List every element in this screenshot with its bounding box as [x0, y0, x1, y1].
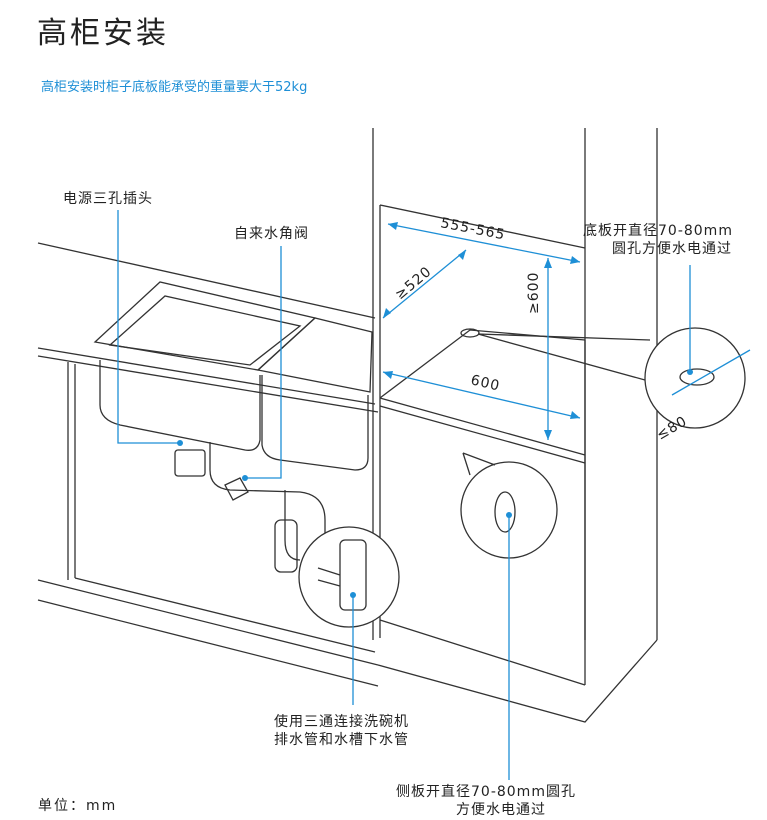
power-socket-dot	[177, 440, 183, 446]
counter-edge-front	[37, 355, 379, 413]
dim-inner-arrow-b	[570, 411, 580, 419]
base-cabinet-floor	[74, 577, 376, 653]
side-hole-dot	[506, 512, 512, 518]
sink-basin-left-inner	[108, 295, 302, 366]
side-hole-label-line1: 侧板开直径70-80mm圆孔	[396, 784, 576, 800]
dim-depth-arrow-b	[458, 250, 466, 260]
tall-cabinet-top	[379, 204, 586, 249]
bottom-hole-connector	[477, 333, 651, 381]
unit-label: 单位：mm	[38, 798, 118, 814]
dim-width-line	[387, 223, 581, 263]
dim-depth-line	[382, 249, 467, 319]
page-title: 高柜安装	[37, 16, 169, 51]
tee-dot	[350, 592, 356, 598]
bottom-hole	[460, 328, 480, 338]
dim-width-label: 555-565	[439, 215, 506, 243]
bottom-hole-label-line2: 圆孔方便水电通过	[612, 241, 732, 257]
dim-height-label: ≥600	[526, 272, 542, 314]
tall-cabinet-shelf-front2	[379, 405, 586, 464]
dim-width-arrow-a	[388, 222, 398, 230]
sink-bowl-right	[261, 375, 369, 471]
power-socket	[174, 449, 206, 477]
power-socket-leader	[117, 210, 180, 444]
dim-height-arrow-a	[544, 258, 552, 268]
dim-hole-line	[671, 349, 751, 396]
angle-valve-leader	[245, 246, 282, 479]
tee-branch	[317, 567, 341, 587]
tall-cabinet-base	[377, 639, 658, 723]
counter-edge-top	[37, 347, 376, 405]
tall-cabinet-shelf-front	[379, 397, 586, 456]
bottom-hole-label-line1: 底板开直径70-80mm	[583, 223, 733, 239]
sink-bowl-left	[99, 360, 261, 451]
drain-pipe	[209, 442, 326, 560]
tee-label-line1: 使用三通连接洗碗机	[274, 714, 409, 730]
dim-inner-width-line	[382, 371, 581, 419]
base-cabinet-front-bottom	[37, 579, 379, 666]
side-hole-label-line2: 方便水电通过	[456, 802, 546, 818]
angle-valve	[224, 477, 249, 501]
side-hole-zoom	[494, 491, 516, 533]
tee-magnifier	[298, 526, 400, 628]
dim-height-arrow-b	[544, 430, 552, 440]
angle-valve-label: 自来水角阀	[234, 226, 309, 242]
sink-basin-right	[256, 317, 373, 393]
dim-depth-arrow-a	[383, 308, 391, 318]
bottom-hole-magnifier	[644, 327, 746, 429]
trap-pipe	[284, 490, 301, 561]
tall-cabinet-floor	[379, 619, 586, 686]
sink-basin-left	[93, 281, 317, 371]
trap-body	[274, 519, 298, 573]
base-cabinet-bottom-edge	[37, 599, 379, 687]
bottom-hole-zoom	[679, 368, 715, 386]
dim-depth-label: ≥520	[392, 264, 435, 304]
power-socket-label: 电源三孔插头	[63, 191, 153, 207]
angle-valve-dot	[242, 475, 248, 481]
dim-inner-width-label: 600	[469, 372, 502, 394]
bottom-hole-dot	[687, 369, 693, 375]
wall-line	[37, 242, 376, 319]
page-subtitle: 高柜安装时柜子底板能承受的重量要大于52kg	[41, 80, 308, 95]
dim-width-arrow-b	[570, 256, 580, 264]
side-hole-connector	[462, 452, 496, 476]
dim-inner-arrow-a	[383, 371, 393, 379]
tee-label-line2: 排水管和水槽下水管	[274, 732, 409, 748]
